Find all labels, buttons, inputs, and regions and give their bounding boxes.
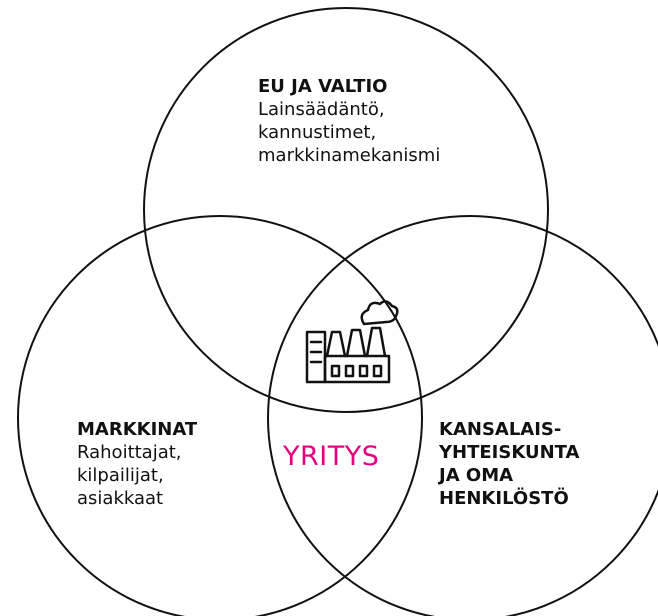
center-label: YRITYS	[283, 441, 380, 472]
circle-eu-ja-valtio	[143, 7, 549, 413]
circle-kansalaisyhteiskunta	[267, 215, 658, 616]
circle-markkinat	[17, 215, 423, 616]
right-circle-block: KANSALAIS- YHTEISKUNTA JA OMA HENKILÖSTÖ	[439, 418, 579, 510]
top-text: Lainsäädäntö, kannustimet, markkinamekan…	[258, 99, 441, 166]
left-circle-block: MARKKINAT Rahoittajat, kilpailijat, asia…	[77, 418, 197, 510]
right-title: KANSALAIS- YHTEISKUNTA JA OMA HENKILÖSTÖ	[439, 419, 580, 509]
left-text: Rahoittajat, kilpailijat, asiakkaat	[77, 442, 182, 509]
top-circle-block: EU JA VALTIO Lainsäädäntö, kannustimet, …	[258, 75, 440, 167]
top-title: EU JA VALTIO	[258, 76, 388, 97]
left-title: MARKKINAT	[77, 419, 198, 440]
factory-icon	[305, 300, 399, 384]
